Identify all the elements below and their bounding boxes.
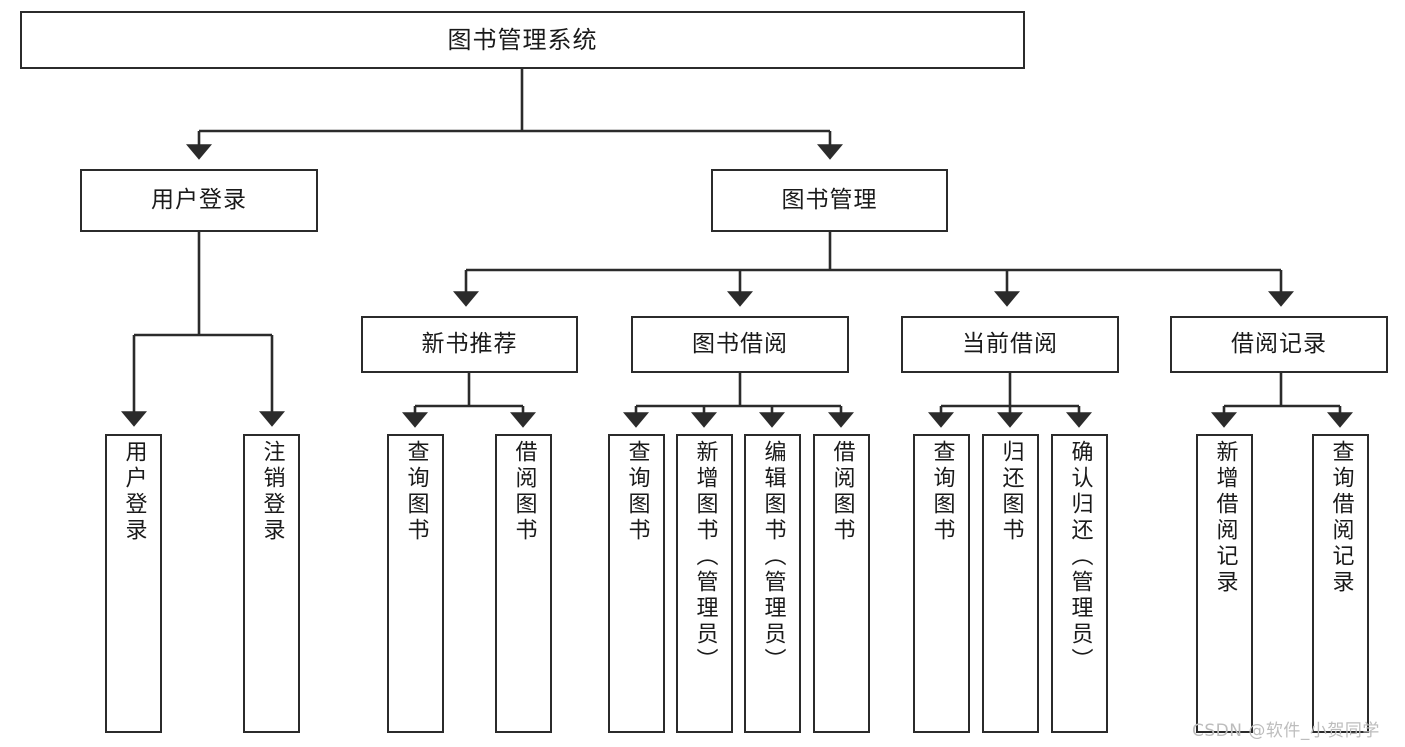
node-borrow-record[interactable]: 借阅记录 <box>1170 316 1388 373</box>
node-root[interactable]: 图书管理系统 <box>20 11 1025 69</box>
leaf-borrow-edit-label: 编辑图书（管理员） <box>760 440 786 674</box>
leaf-rec-query[interactable]: 查询图书 <box>387 434 444 733</box>
node-new-book-rec-label: 新书推荐 <box>421 330 518 357</box>
leaf-rec-add-label: 新增借阅记录 <box>1212 440 1238 596</box>
leaf-cur-return[interactable]: 归还图书 <box>982 434 1039 733</box>
csdn-watermark: CSDN @软件_小贺同学 <box>1192 721 1380 741</box>
leaf-rec-borrow[interactable]: 借阅图书 <box>495 434 552 733</box>
leaf-user-login-label: 用户登录 <box>121 440 147 544</box>
node-borrow-record-label: 借阅记录 <box>1231 330 1327 357</box>
leaf-borrow-query-label: 查询图书 <box>624 440 650 544</box>
leaf-user-login[interactable]: 用户登录 <box>105 434 162 733</box>
node-user-login[interactable]: 用户登录 <box>80 169 318 232</box>
leaf-rec-query2-label: 查询借阅记录 <box>1328 440 1354 596</box>
node-user-login-label: 用户登录 <box>151 186 247 213</box>
leaf-rec-add[interactable]: 新增借阅记录 <box>1196 434 1253 733</box>
node-book-borrow-label: 图书借阅 <box>692 330 788 357</box>
node-book-borrow[interactable]: 图书借阅 <box>631 316 849 373</box>
leaf-cur-confirm-label: 确认归还（管理员） <box>1067 440 1093 674</box>
leaf-borrow-lend-label: 借阅图书 <box>829 440 855 544</box>
leaf-rec-borrow-label: 借阅图书 <box>511 440 537 544</box>
leaf-borrow-add[interactable]: 新增图书（管理员） <box>676 434 733 733</box>
leaf-user-logout[interactable]: 注销登录 <box>243 434 300 733</box>
node-root-label: 图书管理系统 <box>447 25 598 54</box>
node-current-borrow[interactable]: 当前借阅 <box>901 316 1119 373</box>
leaf-borrow-add-label: 新增图书（管理员） <box>692 440 718 674</box>
node-book-manage-label: 图书管理 <box>781 186 878 213</box>
leaf-cur-query-label: 查询图书 <box>929 440 955 544</box>
leaf-user-logout-label: 注销登录 <box>259 440 285 544</box>
leaf-borrow-query[interactable]: 查询图书 <box>608 434 665 733</box>
leaf-cur-confirm[interactable]: 确认归还（管理员） <box>1051 434 1108 733</box>
leaf-rec-query2[interactable]: 查询借阅记录 <box>1312 434 1369 733</box>
node-book-manage[interactable]: 图书管理 <box>711 169 948 232</box>
leaf-cur-query[interactable]: 查询图书 <box>913 434 970 733</box>
leaf-borrow-lend[interactable]: 借阅图书 <box>813 434 870 733</box>
leaf-rec-query-label: 查询图书 <box>403 440 429 544</box>
node-new-book-rec[interactable]: 新书推荐 <box>361 316 578 373</box>
node-current-borrow-label: 当前借阅 <box>962 330 1058 357</box>
leaf-cur-return-label: 归还图书 <box>998 440 1024 544</box>
leaf-borrow-edit[interactable]: 编辑图书（管理员） <box>744 434 801 733</box>
